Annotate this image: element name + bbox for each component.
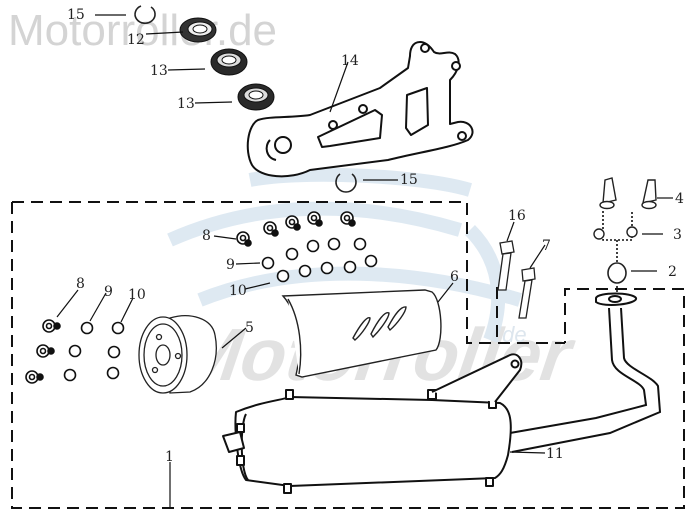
callout-8-upper: 8 [202, 228, 211, 244]
callout-10-left: 10 [128, 287, 146, 303]
callout-9-left: 9 [104, 284, 113, 300]
callout-15-top: 15 [67, 7, 85, 23]
callout-13-b: 13 [177, 96, 195, 112]
exhaust-pipe-icon [509, 292, 662, 453]
dotted-guide [602, 211, 633, 298]
callout-3: 3 [673, 227, 682, 243]
assembly-boundary [11, 201, 685, 509]
callout-4: 4 [675, 191, 684, 207]
washer-group-upper-icon [261, 237, 367, 270]
muffler-bracket-icon [246, 41, 474, 178]
callout-12: 12 [127, 32, 145, 48]
callout-10-upper: 10 [229, 283, 247, 299]
bushing-icon [179, 17, 217, 43]
watermark-top: Motorroller.de [8, 6, 278, 55]
end-cap-icon [138, 315, 217, 394]
callout-5: 5 [245, 320, 254, 336]
callout-6: 6 [450, 269, 459, 285]
callout-13-a: 13 [150, 63, 168, 79]
callout-14: 14 [341, 53, 359, 69]
callout-11: 11 [546, 446, 564, 462]
bolt-group-upper-icon [236, 211, 356, 247]
gasket-icon [607, 262, 627, 284]
callout-2: 2 [668, 264, 677, 280]
callout-8-left: 8 [76, 276, 85, 292]
callout-16: 16 [508, 208, 526, 224]
muffler-icon [222, 353, 523, 494]
bolt-16-icon [497, 240, 515, 291]
callout-7: 7 [542, 238, 551, 254]
damper-rubber-icon [210, 48, 248, 76]
bolt-group-left-icon [25, 319, 61, 384]
bolt-7-icon [518, 267, 536, 319]
circlip-top-icon [134, 5, 156, 24]
stud-nuts-icon [599, 177, 657, 210]
callout-15-bottom: 15 [400, 172, 418, 188]
heat-shield-icon [281, 289, 442, 378]
circlip-bottom-icon [335, 173, 357, 193]
nut-group-left-icon [106, 321, 125, 380]
callout-1: 1 [165, 449, 174, 465]
watermark-swoosh [167, 167, 523, 343]
washer-group-left-icon [63, 321, 94, 382]
nut-3-icon [593, 226, 638, 240]
nut-group-upper-icon [276, 254, 378, 283]
damper-rubber-icon-2 [237, 83, 275, 111]
callout-9-upper: 9 [226, 257, 235, 273]
